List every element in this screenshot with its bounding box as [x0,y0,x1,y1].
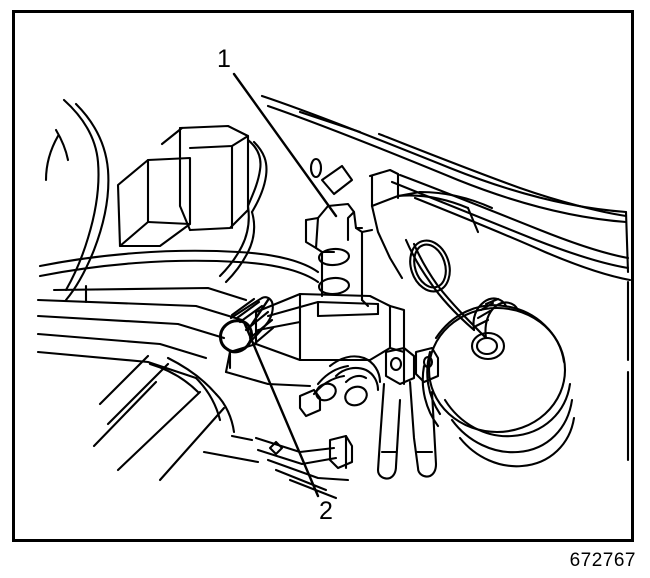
brake-booster [404,238,576,468]
callout-2-leader-line-extension [246,298,270,332]
figure-number: 672767 [569,550,636,571]
callout-label-1: 1 [217,45,231,73]
pedal-linkage [298,346,440,480]
callout-1-leader-line [232,72,338,218]
callout-label-2: 2 [319,497,333,525]
callout-2-leader-line [242,320,320,498]
left-bracket-assembly [116,124,268,284]
lower-detail-lines [202,434,354,500]
right-panel-edge [624,210,630,462]
mounting-bracket [304,202,374,308]
upper-left-hoses [44,98,110,302]
cowl-panel-lines [260,94,632,282]
firewall-panel [309,157,494,293]
callout-leader-lines [232,72,338,498]
floor-panel [36,249,320,482]
